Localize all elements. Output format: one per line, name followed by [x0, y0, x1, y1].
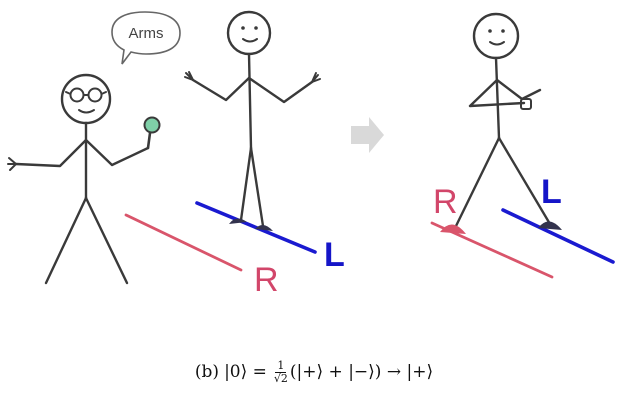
caption-fraction-numerator: 1 [275, 358, 287, 373]
speech-bubble: Arms [111, 11, 181, 65]
blue-line [195, 201, 317, 254]
illustration: Arms [7, 10, 615, 299]
straddling-figure [454, 12, 552, 228]
caption-rhs: (|+⟩ + |−⟩) → |+⟩ [289, 362, 434, 382]
transition-arrow-icon [351, 117, 384, 153]
right-scene-label-l: L [541, 173, 562, 211]
right-scene-label-r: R [433, 183, 458, 221]
figure-caption: (b) |0⟩ = 1 √2 (|+⟩ + |−⟩) → |+⟩ [0, 354, 628, 390]
left-scene-label-r: R [254, 261, 279, 299]
caption-fraction: 1 √2 [273, 360, 289, 384]
speech-bubble-text: Arms [129, 25, 164, 42]
caption-fraction-denominator: √2 [273, 371, 288, 385]
standing-figure [184, 10, 321, 228]
red-line [124, 213, 243, 272]
caption-lhs: |0⟩ = [224, 362, 267, 382]
observer-figure [7, 73, 161, 285]
caption-prefix: (b) [194, 362, 220, 382]
left-scene-label-l: L [324, 236, 345, 274]
left-scene-lines [124, 201, 317, 272]
blue-line [501, 208, 615, 264]
right-scene-lines [430, 208, 615, 279]
